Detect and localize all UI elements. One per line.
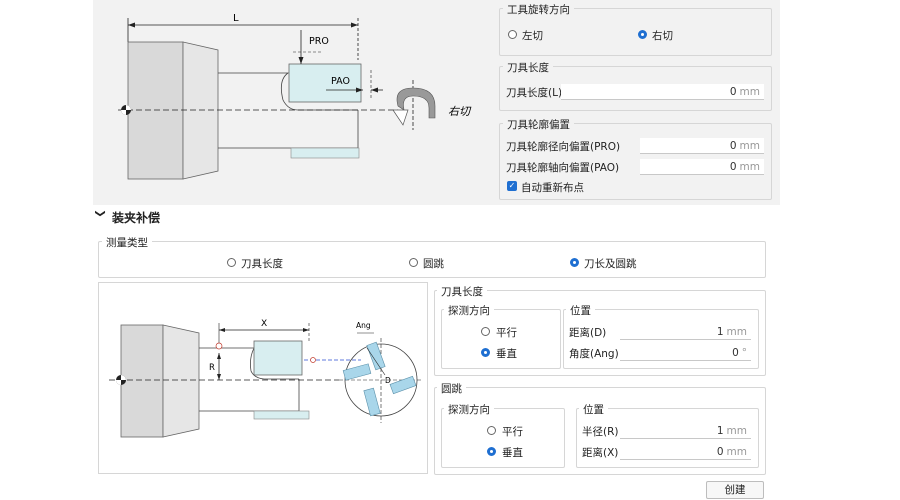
tl-probe-group — [441, 309, 561, 369]
auto-redistribute-checkbox[interactable]: ✓ — [507, 181, 517, 191]
ro-probe-title: 探测方向 — [444, 402, 494, 417]
dim-R-label: R — [209, 363, 215, 373]
tl-parallel-label[interactable]: 平行 — [496, 327, 517, 339]
tl-parallel-radio[interactable] — [481, 327, 490, 336]
tl-distance-value: 1 — [716, 326, 724, 338]
tool-length-value: 0 — [729, 86, 737, 98]
measure-runout-radio[interactable] — [409, 258, 418, 267]
tool-length-group — [499, 66, 772, 111]
tl-vertical-radio[interactable] — [481, 348, 490, 357]
ro-vertical-label[interactable]: 垂直 — [502, 447, 523, 459]
ro-vertical-radio[interactable] — [487, 447, 496, 456]
radial-offset-unit: mm — [739, 140, 760, 152]
tl-pos-group — [563, 309, 759, 369]
dim-X-label: X — [261, 319, 267, 329]
probe-diagram-frame — [98, 282, 428, 474]
rotation-left-label[interactable]: 左切 — [522, 30, 543, 42]
contour-offset-group — [499, 123, 772, 200]
ro-radius-value: 1 — [716, 425, 724, 437]
measure-tool-length-radio[interactable] — [227, 258, 236, 267]
rotation-direction-group — [499, 8, 772, 56]
measure-both-label[interactable]: 刀长及圆跳 — [584, 258, 637, 270]
ro-group — [434, 387, 766, 475]
tool-geometry-diagram: L PRO PAO 右切 — [118, 13, 472, 180]
rotation-left-radio[interactable] — [508, 30, 517, 39]
tl-probe-title: 探测方向 — [444, 303, 494, 318]
dim-L-label: L — [233, 13, 239, 24]
axial-offset-label: 刀具轮廓轴向偏置(PAO) — [506, 162, 620, 174]
ro-group-title: 圆跳 — [437, 381, 466, 396]
axial-offset-unit: mm — [739, 161, 760, 173]
create-button[interactable]: 创建 — [706, 481, 764, 499]
dim-PRO-label: PRO — [309, 36, 329, 47]
tl-distance-unit: mm — [726, 326, 747, 338]
ro-parallel-label[interactable]: 平行 — [502, 426, 523, 438]
ro-probe-group — [441, 408, 565, 468]
ro-distance-unit: mm — [726, 446, 747, 458]
fixture-section-title[interactable]: 装夹补偿 — [112, 211, 161, 225]
collapse-chevron-icon[interactable]: ❯ — [94, 209, 106, 218]
dim-D-label: D — [385, 376, 391, 385]
tl-angle-input[interactable]: 0° — [620, 345, 751, 361]
dim-PAO-label: PAO — [331, 76, 350, 87]
ro-radius-unit: mm — [726, 425, 747, 437]
tl-angle-unit: ° — [741, 347, 747, 359]
axial-offset-value: 0 — [729, 161, 737, 173]
tl-group — [434, 290, 766, 376]
tl-group-title: 刀具长度 — [437, 284, 487, 299]
dim-Ang-label: Ang — [356, 321, 371, 330]
radial-offset-label: 刀具轮廓径向偏置(PRO) — [506, 141, 621, 153]
tl-pos-title: 位置 — [566, 303, 595, 318]
rotation-right-radio[interactable] — [638, 30, 647, 39]
rotation-right-label[interactable]: 右切 — [652, 30, 673, 42]
measure-tool-length-label[interactable]: 刀具长度 — [241, 258, 283, 270]
ro-parallel-radio[interactable] — [487, 426, 496, 435]
rotation-direction-title: 工具旋转方向 — [503, 2, 574, 17]
contour-offset-title: 刀具轮廓偏置 — [503, 117, 574, 132]
cut-direction-label: 右切 — [448, 105, 472, 118]
probe-diagram: X R Ang D — [109, 319, 421, 438]
tl-angle-label: 角度(Ang) — [569, 348, 619, 360]
radial-offset-value: 0 — [729, 140, 737, 152]
measure-type-group — [98, 241, 766, 278]
measure-both-radio[interactable] — [570, 258, 579, 267]
measure-type-title: 测量类型 — [102, 235, 152, 250]
ro-distance-label: 距离(X) — [582, 447, 619, 459]
measure-runout-label[interactable]: 圆跳 — [423, 258, 444, 270]
tl-distance-label: 距离(D) — [569, 327, 607, 339]
tool-length-label: 刀具长度(L) — [506, 87, 563, 99]
ro-radius-label: 半径(R) — [582, 426, 619, 438]
auto-redistribute-label[interactable]: 自动重新布点 — [521, 182, 584, 194]
tl-vertical-label[interactable]: 垂直 — [496, 348, 517, 360]
tl-angle-value: 0 — [732, 347, 739, 359]
ro-pos-group — [576, 408, 759, 468]
ro-pos-title: 位置 — [579, 402, 608, 417]
tool-length-title: 刀具长度 — [503, 60, 553, 75]
tool-length-unit: mm — [739, 86, 760, 98]
ro-distance-value: 0 — [716, 446, 724, 458]
